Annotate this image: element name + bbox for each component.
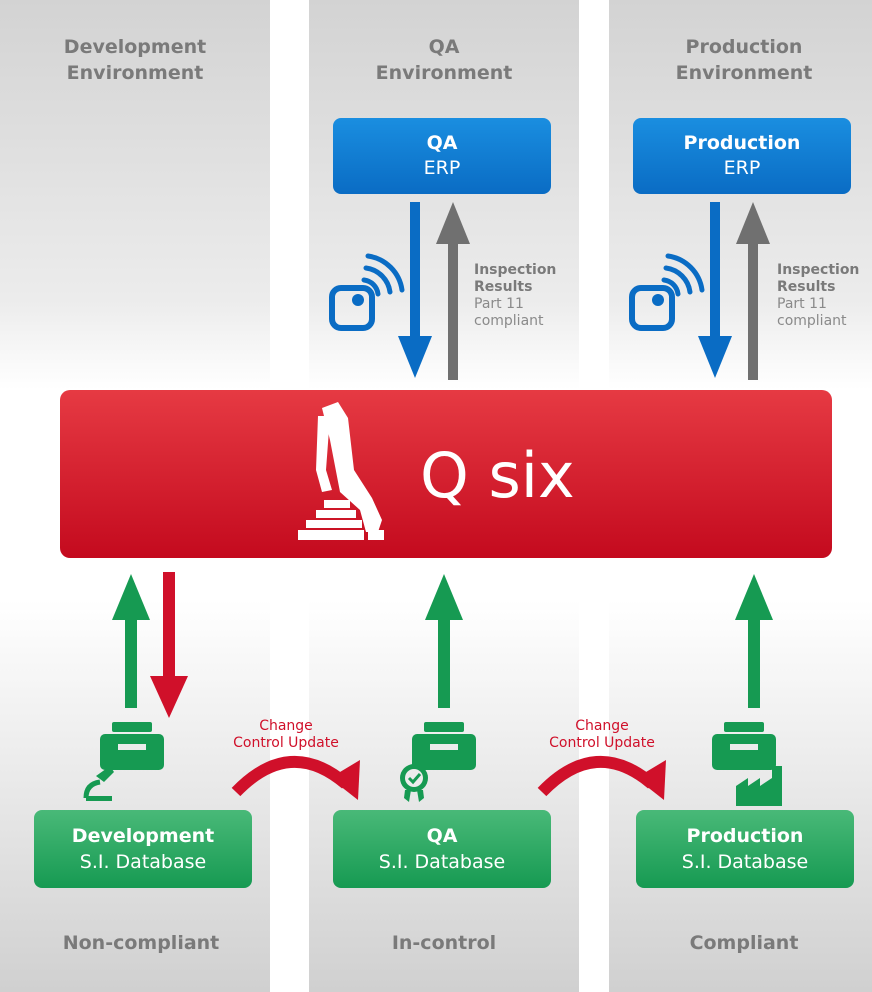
status-label: Non-compliant — [62, 932, 220, 954]
change-control-arrow — [231, 756, 360, 800]
qa-upload-arrow — [425, 574, 463, 708]
database-factory-icon — [712, 722, 782, 806]
qa-inspection-results-label: Inspection Results Part 11 compliant — [474, 262, 557, 329]
erp-name: QA — [426, 132, 458, 154]
erp-name: Production — [683, 132, 801, 154]
production-inspection-results-label: Inspection Results Part 11 compliant — [777, 262, 860, 329]
change-control-arrow — [537, 756, 666, 800]
status-label: Compliant — [689, 932, 799, 954]
dev-upload-arrow — [112, 574, 150, 708]
qa-download-arrow — [398, 202, 432, 378]
production-upload-arrow — [735, 574, 773, 708]
development-database-box: Development S.I. Database — [34, 810, 252, 888]
production-download-arrow — [698, 202, 732, 378]
dev-download-arrow — [150, 572, 188, 718]
production-results-arrow — [736, 202, 770, 380]
qa-results-arrow — [436, 202, 470, 380]
change-control-label: Change Control Update — [549, 718, 655, 751]
status-label: In-control — [391, 932, 497, 954]
column-title: Production Environment — [675, 36, 813, 84]
qsix-core-bar — [60, 390, 832, 558]
column-title: Development Environment — [63, 36, 207, 84]
qsix-label: Q six — [420, 439, 575, 512]
database-microscope-icon — [83, 722, 164, 801]
wireless-signal-icon — [629, 253, 705, 331]
column-title: QA Environment — [375, 36, 513, 84]
qa-database-box: QA S.I. Database — [333, 810, 551, 888]
production-database-box: Production S.I. Database — [636, 810, 854, 888]
wireless-signal-icon — [329, 253, 405, 331]
database-certificate-icon — [400, 722, 476, 802]
erp-sub: ERP — [723, 157, 761, 179]
production-erp-box: Production ERP — [633, 118, 851, 194]
qa-erp-box: QA ERP — [333, 118, 551, 194]
change-control-label: Change Control Update — [233, 718, 339, 751]
erp-sub: ERP — [423, 157, 461, 179]
qsix-device-icon — [298, 402, 384, 540]
